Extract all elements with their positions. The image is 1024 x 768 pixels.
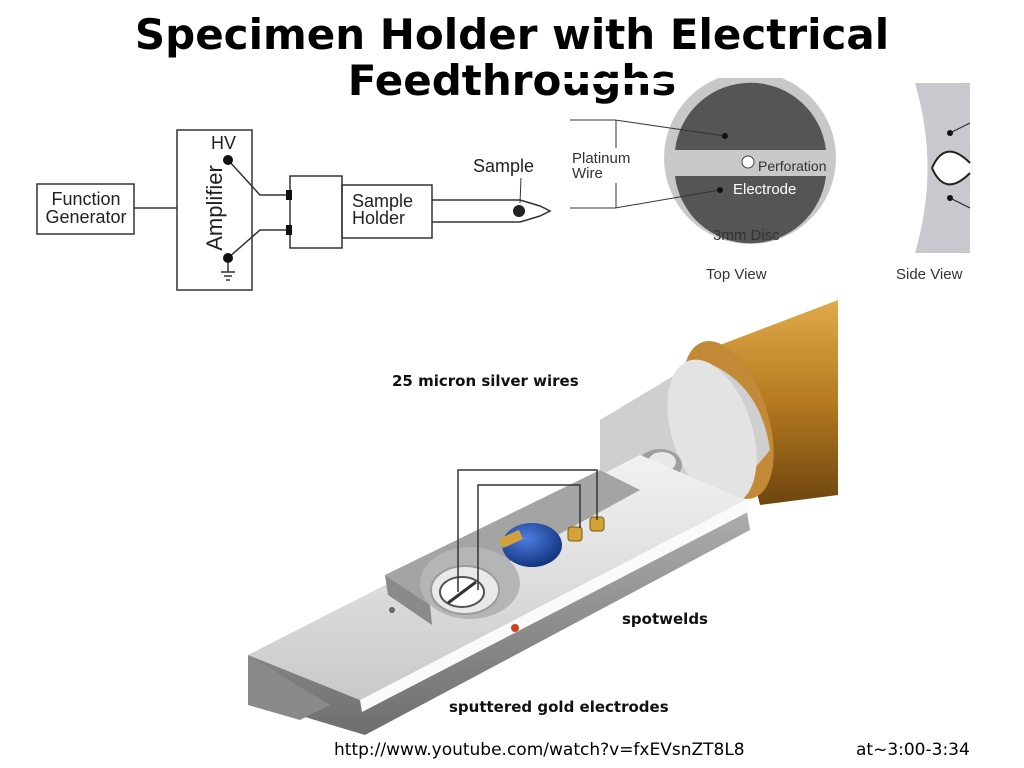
amplifier-label: Amplifier [202,165,227,251]
spotwelds-label: spotwelds [622,610,708,628]
sample-label: Sample [473,156,535,176]
disc-size-label: 3mm Disc [713,227,780,244]
ground-terminal [223,253,233,263]
platinum-wire-label: Platinum Wire [572,150,631,182]
slide-title: Specimen Holder with Electrical Feedthro… [0,12,1024,104]
side-view-label: Side View [896,266,963,283]
ground-icon [221,263,235,281]
blue-stage [498,523,562,567]
gold-electrodes-label: sputtered gold electrodes [449,698,669,716]
video-timestamp: at~3:00-3:34 [856,740,970,760]
disc-diagram [560,78,990,253]
silver-wires-label: 25 micron silver wires [392,372,579,390]
function-generator-box [36,183,135,235]
sample-dot [513,205,525,217]
specimen-disc [420,547,520,619]
hv-terminal [223,155,233,165]
top-view-label: Top View [706,266,767,283]
sample-holder-label: Sample Holder [352,191,414,228]
title-line-1: Specimen Holder with Electrical [134,10,890,59]
function-generator-label: Function Generator [45,189,127,227]
gold-contact-pads [567,516,605,542]
silver-wire-lines [457,469,598,592]
disc-top-view [664,78,836,244]
amplifier-box [176,129,253,291]
hv-label: HV [211,133,237,153]
circuit-schematic [36,129,552,291]
disc-side-view [915,83,971,253]
electrode-label: Electrode [733,181,797,198]
source-url[interactable]: http://www.youtube.com/watch?v=fxEVsnZT8… [334,740,745,760]
sample-holder-box [289,175,343,249]
perforation-label: Perforation [758,158,827,174]
